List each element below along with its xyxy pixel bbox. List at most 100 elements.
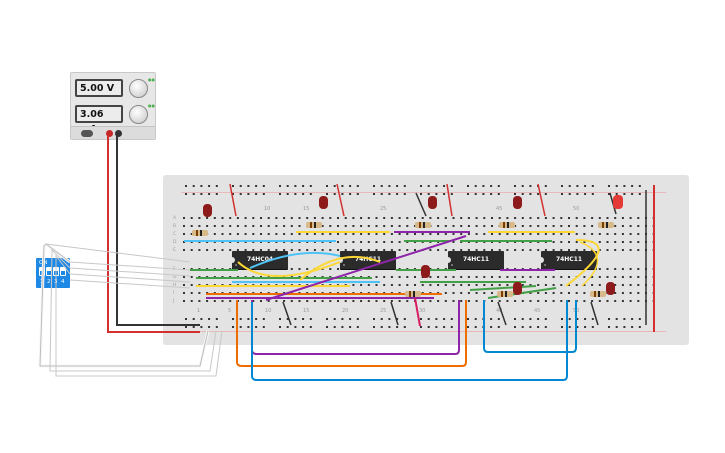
breadboard-hole[interactable]	[568, 326, 571, 328]
breadboard-hole[interactable]	[576, 185, 579, 187]
breadboard-hole[interactable]	[621, 292, 624, 294]
breadboard-hole[interactable]	[629, 241, 632, 243]
breadboard-hole[interactable]	[198, 249, 201, 251]
breadboard-hole[interactable]	[380, 318, 383, 320]
breadboard-hole[interactable]	[383, 241, 386, 243]
breadboard-hole[interactable]	[637, 225, 640, 227]
breadboard-hole[interactable]	[383, 268, 386, 270]
breadboard-hole[interactable]	[450, 326, 453, 328]
breadboard-hole[interactable]	[444, 284, 447, 286]
breadboard-hole[interactable]	[443, 185, 446, 187]
led-red[interactable]	[421, 265, 430, 278]
breadboard-hole[interactable]	[208, 326, 211, 328]
breadboard-hole[interactable]	[491, 284, 493, 286]
breadboard-hole[interactable]	[506, 249, 509, 251]
breadboard-hole[interactable]	[638, 185, 641, 187]
breadboard-hole[interactable]	[383, 233, 386, 235]
breadboard-hole[interactable]	[560, 249, 563, 251]
breadboard-hole[interactable]	[232, 326, 234, 328]
breadboard-hole[interactable]	[383, 300, 386, 302]
breadboard-hole[interactable]	[614, 217, 617, 219]
breadboard-hole[interactable]	[236, 217, 239, 219]
breadboard-hole[interactable]	[200, 318, 203, 320]
dip-lead-wire[interactable]	[69, 267, 191, 277]
breadboard-hole[interactable]	[321, 300, 324, 302]
breadboard-hole[interactable]	[380, 185, 383, 187]
breadboard-hole[interactable]	[283, 268, 286, 270]
dip-lead-wire[interactable]	[55, 254, 223, 377]
breadboard-hole[interactable]	[380, 193, 383, 195]
breadboard-hole[interactable]	[414, 276, 416, 278]
breadboard-hole[interactable]	[183, 233, 185, 235]
breadboard-hole[interactable]	[352, 225, 355, 227]
breadboard-hole[interactable]	[213, 225, 216, 227]
breadboard-hole[interactable]	[429, 249, 432, 251]
breadboard-hole[interactable]	[583, 225, 586, 227]
breadboard-hole[interactable]	[349, 185, 352, 187]
breadboard-hole[interactable]	[474, 185, 477, 187]
breadboard-hole[interactable]	[221, 225, 224, 227]
breadboard-hole[interactable]	[552, 217, 555, 219]
breadboard-hole[interactable]	[467, 300, 470, 302]
breadboard-hole[interactable]	[275, 225, 278, 227]
breadboard-hole[interactable]	[429, 233, 432, 235]
breadboard-hole[interactable]	[360, 217, 363, 219]
breadboard-hole[interactable]	[290, 300, 293, 302]
power-supply[interactable]: 5.00 V 3.06 mA ●● ●●	[70, 72, 156, 140]
breadboard-hole[interactable]	[396, 185, 399, 187]
breadboard-hole[interactable]	[390, 268, 393, 270]
breadboard-hole[interactable]	[544, 233, 547, 235]
wire-yellow[interactable]	[299, 255, 381, 281]
breadboard-hole[interactable]	[623, 193, 626, 195]
breadboard-hole[interactable]	[406, 217, 409, 219]
breadboard-hole[interactable]	[373, 185, 375, 187]
wire-yellow[interactable]	[579, 241, 599, 287]
breadboard-hole[interactable]	[414, 284, 416, 286]
breadboard-hole[interactable]	[514, 193, 516, 195]
breadboard-hole[interactable]	[561, 193, 563, 195]
breadboard-hole[interactable]	[537, 326, 540, 328]
breadboard-hole[interactable]	[333, 326, 336, 328]
breadboard-hole[interactable]	[421, 300, 424, 302]
led-red[interactable]	[203, 204, 212, 217]
breadboard-hole[interactable]	[561, 185, 563, 187]
breadboard-hole[interactable]	[383, 276, 386, 278]
breadboard-hole[interactable]	[275, 268, 278, 270]
breadboard-hole[interactable]	[383, 217, 386, 219]
breadboard-hole[interactable]	[262, 326, 265, 328]
breadboard-hole[interactable]	[229, 217, 232, 219]
breadboard-hole[interactable]	[252, 249, 255, 251]
breadboard-hole[interactable]	[498, 276, 501, 278]
breadboard-hole[interactable]	[475, 300, 478, 302]
breadboard-hole[interactable]	[583, 217, 586, 219]
wire-blue[interactable]	[483, 300, 577, 353]
breadboard-hole[interactable]	[637, 300, 640, 302]
breadboard-hole[interactable]	[606, 233, 609, 235]
breadboard-hole[interactable]	[406, 284, 409, 286]
breadboard-hole[interactable]	[514, 185, 516, 187]
resistor[interactable]	[306, 222, 322, 228]
chip-74hc11-a[interactable]: 74HC11	[339, 251, 396, 269]
breadboard-hole[interactable]	[247, 318, 250, 320]
breadboard-hole[interactable]	[521, 233, 524, 235]
breadboard-hole[interactable]	[483, 292, 486, 294]
breadboard-hole[interactable]	[294, 185, 297, 187]
breadboard-hole[interactable]	[568, 268, 570, 270]
breadboard-hole[interactable]	[529, 217, 532, 219]
breadboard-hole[interactable]	[490, 318, 493, 320]
breadboard-hole[interactable]	[200, 326, 203, 328]
breadboard-hole[interactable]	[452, 249, 455, 251]
breadboard-hole[interactable]	[529, 233, 532, 235]
breadboard-hole[interactable]	[375, 233, 378, 235]
breadboard-hole[interactable]	[598, 249, 601, 251]
breadboard-hole[interactable]	[460, 233, 463, 235]
breadboard-hole[interactable]	[306, 300, 309, 302]
breadboard-hole[interactable]	[491, 268, 493, 270]
ground-lead-wire[interactable]	[116, 136, 200, 326]
wire-green[interactable]	[469, 285, 537, 291]
breadboard-hole[interactable]	[514, 318, 516, 320]
resistor[interactable]	[598, 222, 614, 228]
breadboard-hole[interactable]	[352, 241, 355, 243]
breadboard-hole[interactable]	[275, 217, 278, 219]
breadboard-hole[interactable]	[375, 300, 378, 302]
